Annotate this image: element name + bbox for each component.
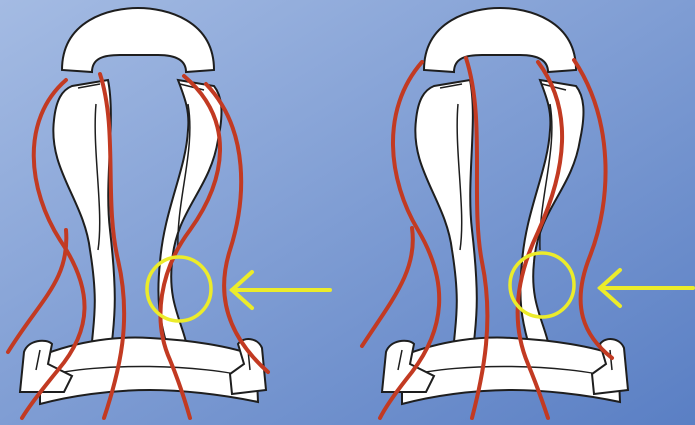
figure-stage	[0, 0, 695, 425]
figure-svg	[0, 0, 695, 425]
